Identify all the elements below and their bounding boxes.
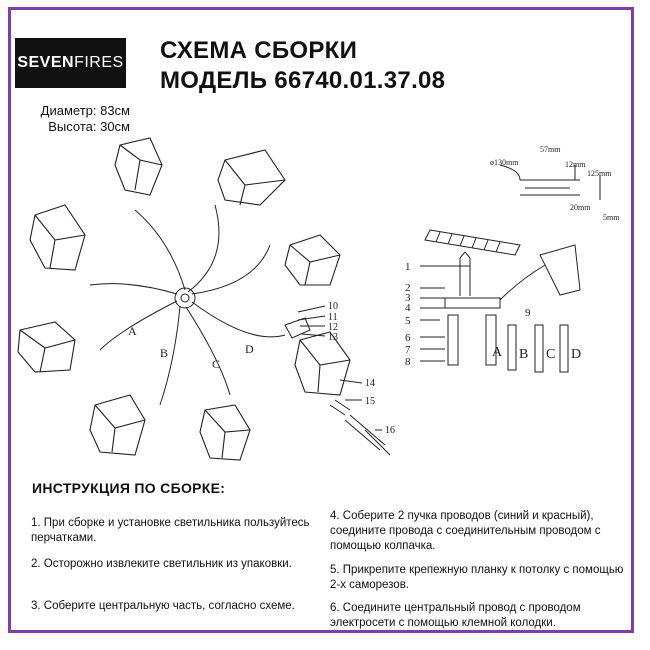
part-9: 9 xyxy=(525,307,531,319)
diameter-text: Диаметр: 83см xyxy=(40,103,130,118)
mounting-detail: ø130mm 57mm 12mm 125mm 20mm 5mm xyxy=(424,145,620,256)
instructions-heading: ИНСТРУКЦИЯ ПО СБОРКЕ: xyxy=(32,480,226,496)
part-4: 4 xyxy=(405,302,411,314)
dim-diameter: ø130mm xyxy=(490,158,519,167)
dim-20mm: 20mm xyxy=(570,203,591,212)
step-6: 6. Соедините центральный провод с провод… xyxy=(330,602,581,629)
part-2: 2 xyxy=(405,282,411,294)
chandelier-drawing xyxy=(17,137,391,461)
title-line-2: МОДЕЛЬ 66740.01.37.08 xyxy=(160,67,446,94)
step-3: 3. Соберите центральную часть, согласно … xyxy=(31,600,295,612)
part-11: 11 xyxy=(328,312,338,323)
part-6: 6 xyxy=(405,332,411,344)
title-line-1: СХЕМА СБОРКИ xyxy=(160,37,358,64)
step-5: 5. Прикрепите крепежную планку к потолку… xyxy=(330,564,624,591)
rod-label-d: D xyxy=(571,347,581,362)
part-5: 5 xyxy=(405,315,411,327)
rod-label-b: B xyxy=(519,347,528,362)
rod-label-c: C xyxy=(546,347,555,362)
part-14: 14 xyxy=(365,378,375,389)
height-text: Высота: 30см xyxy=(48,119,130,134)
dim-12mm: 12mm xyxy=(565,160,586,169)
document-title: СХЕМА СБОРКИ МОДЕЛЬ 66740.01.37.08 xyxy=(160,36,445,96)
arm-label-d: D xyxy=(245,342,254,356)
dim-57mm: 57mm xyxy=(540,145,561,154)
part-16: 16 xyxy=(385,425,395,436)
part-13: 13 xyxy=(328,332,338,343)
arm-label-c: C xyxy=(212,357,220,371)
step-4: 4. Соберите 2 пучка проводов (синий и кр… xyxy=(330,510,601,552)
part-7: 7 xyxy=(405,344,411,356)
step-1: 1. При сборке и установке светильника по… xyxy=(31,517,310,544)
rod-label-a: A xyxy=(492,345,503,360)
step-2: 2. Осторожно извлеките светильник из упа… xyxy=(31,558,292,570)
dim-125mm: 125mm xyxy=(587,169,612,178)
arm-label-a: A xyxy=(128,324,137,338)
dimensions: Диаметр: 83см Высота: 30см xyxy=(30,103,130,135)
part-12: 12 xyxy=(328,322,338,333)
part-1: 1 xyxy=(405,261,411,273)
part-10: 10 xyxy=(328,301,338,312)
part-8: 8 xyxy=(405,356,411,368)
part-15: 15 xyxy=(365,396,375,407)
center-assembly: 1 2 3 4 5 6 7 8 9 A B C D xyxy=(405,244,581,373)
arm-label-b: B xyxy=(160,346,168,360)
part-3: 3 xyxy=(405,292,411,304)
dim-5mm: 5mm xyxy=(603,213,620,222)
page-frame xyxy=(8,7,634,633)
